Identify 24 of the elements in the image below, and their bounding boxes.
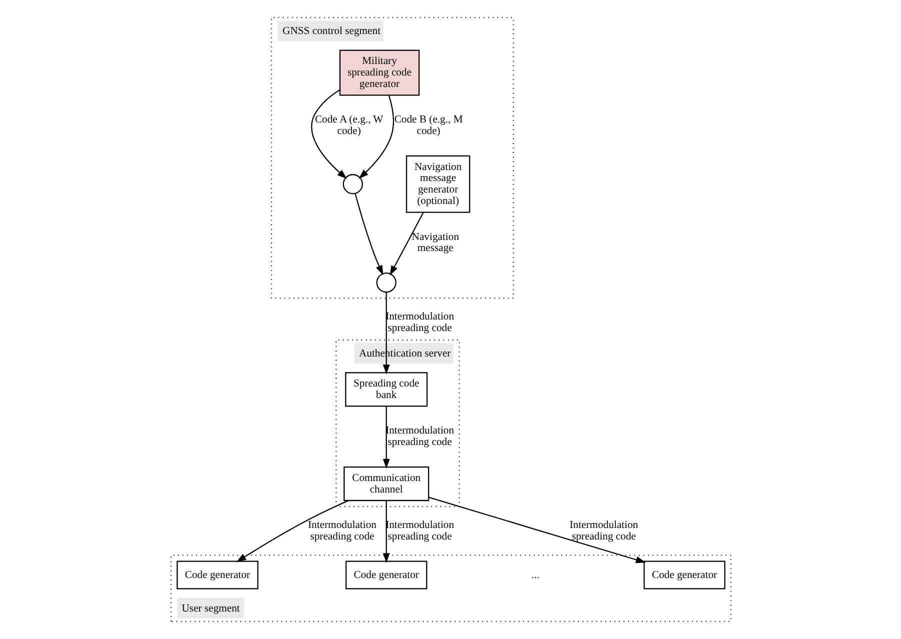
- arrow: [358, 95, 394, 179]
- arrow: [382, 500, 390, 563]
- arrow: [354, 193, 383, 276]
- arrow: [389, 212, 424, 276]
- edge-label: Code B (e.g., M code): [394, 114, 462, 138]
- arrow: [236, 500, 348, 562]
- node-box: Military spreading code generator: [338, 50, 420, 96]
- edge-label: Intermodulation spreading code: [308, 520, 376, 542]
- node-circle: [342, 174, 362, 194]
- label: ...: [530, 570, 539, 581]
- node-box: Spreading code bank: [344, 372, 428, 407]
- arrow: [310, 89, 346, 179]
- arrow: [428, 496, 646, 564]
- arrow: [382, 292, 390, 374]
- node-box: Code generator: [344, 560, 427, 590]
- edge-label: Intermodulation spreading code: [569, 520, 638, 542]
- node-box: Code generator: [643, 560, 725, 590]
- node-box: Navigation message generator (optional): [405, 155, 470, 213]
- node-circle: [376, 272, 396, 293]
- edge-label: Navigation message: [411, 232, 459, 254]
- arrow: [382, 406, 390, 469]
- edge-label: Code A (e.g., W code): [314, 114, 383, 138]
- node-box: Communication channel: [343, 466, 429, 502]
- node-box: Code generator: [176, 560, 258, 590]
